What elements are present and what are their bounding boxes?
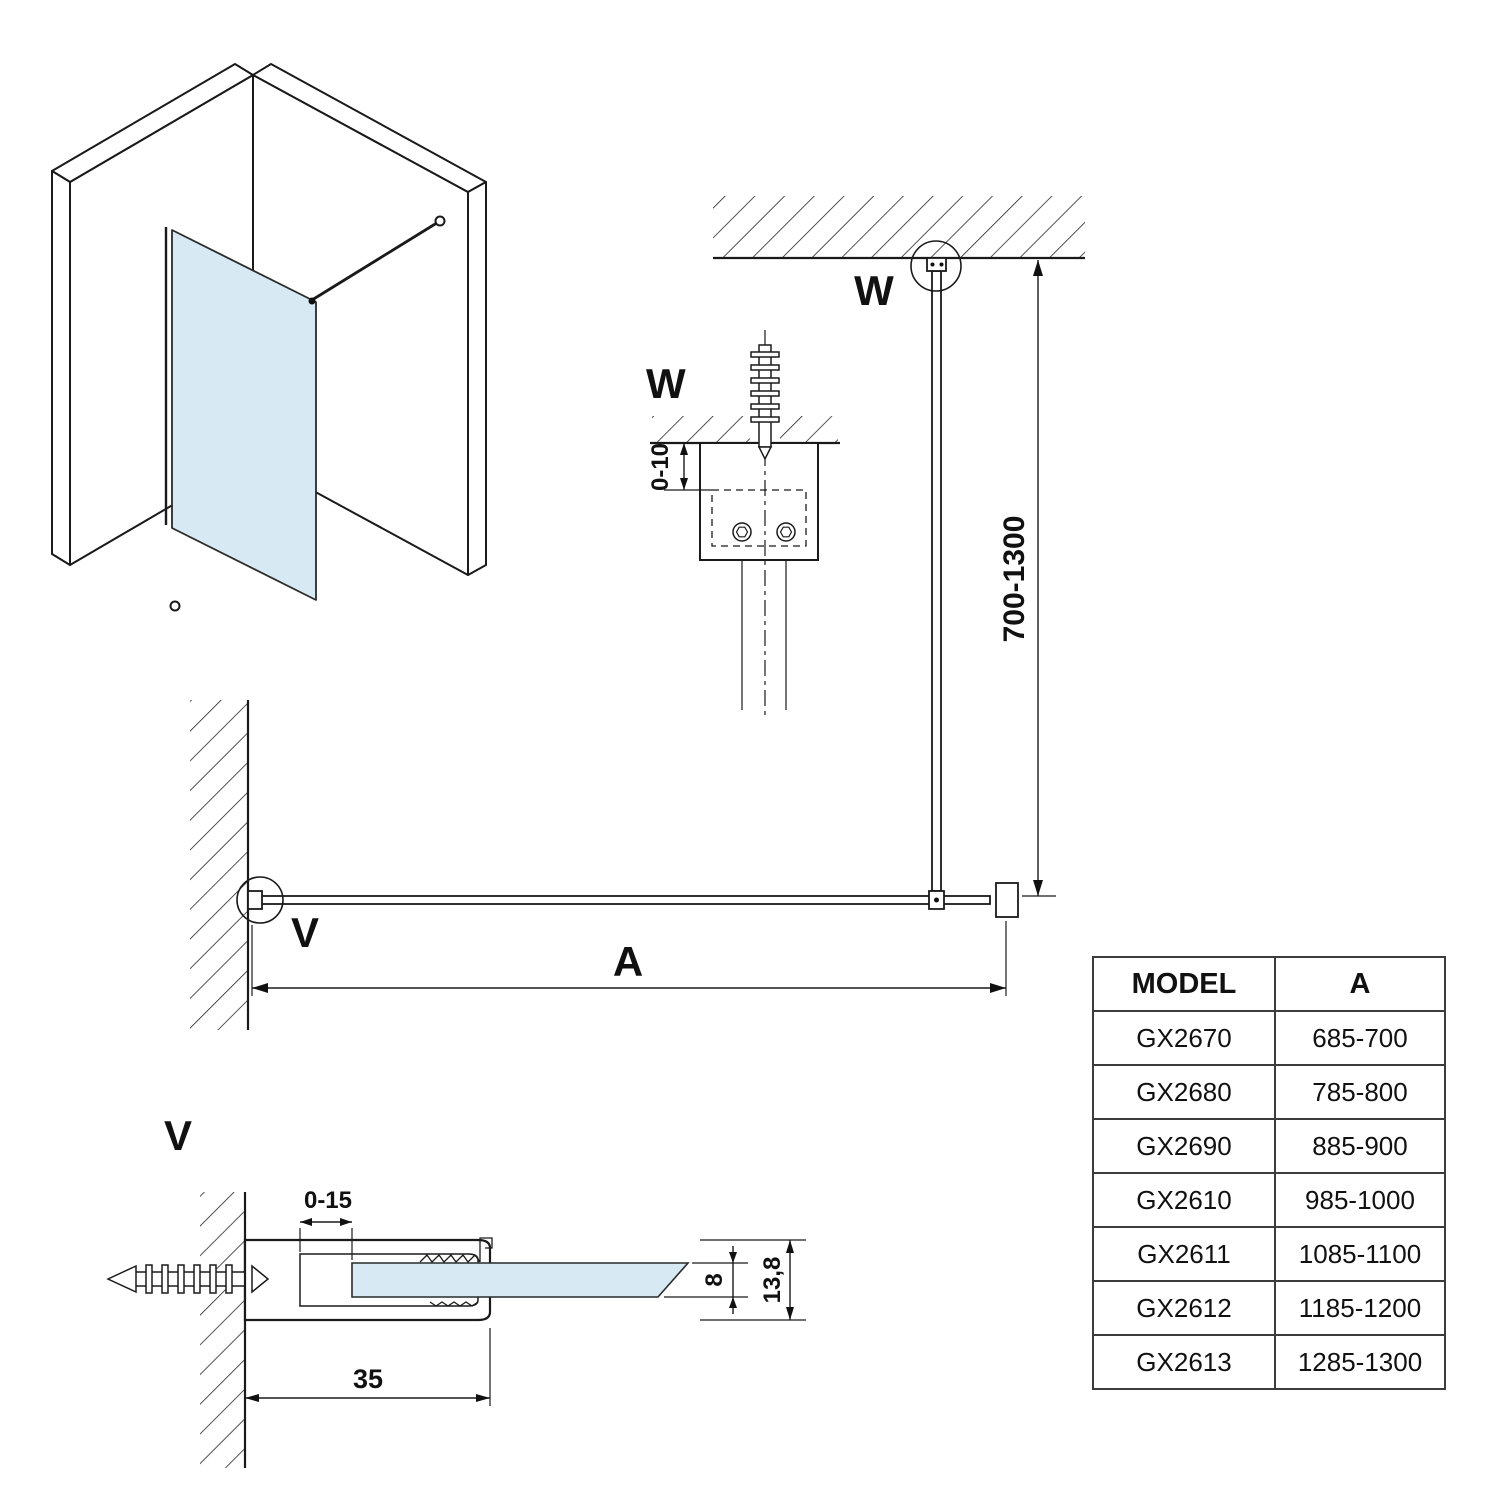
dim-profile-height-label: 13,8	[759, 1257, 786, 1304]
wall-hatch-left	[652, 416, 750, 443]
side-wall-hatch	[190, 700, 248, 1030]
dim-glass-inset: 0-15	[299, 1187, 353, 1260]
model-cell: GX2670	[1092, 1010, 1276, 1066]
floor-anchor-dot	[169, 600, 181, 612]
table-row: GX2610 985-1000	[1092, 1172, 1446, 1228]
detail-w-label: W	[646, 360, 686, 407]
dim-bar-length-label: 700-1300	[998, 516, 1031, 643]
glass-end-profile	[995, 882, 1019, 918]
detail-v-marker-circle	[236, 876, 284, 924]
screw-head	[251, 1264, 270, 1294]
isometric-view	[51, 63, 487, 612]
dim-glass-thickness-label: 8	[701, 1273, 728, 1286]
model-cell: GX2611	[1092, 1226, 1276, 1282]
a-cell: 1185-1200	[1274, 1280, 1446, 1336]
dim-profile-depth: 35	[245, 1328, 491, 1406]
detail-w-view: W 0-10	[646, 330, 840, 716]
glass-section	[351, 1262, 690, 1298]
table-row: GX2690 885-900	[1092, 1118, 1446, 1174]
glass-edge	[247, 895, 991, 905]
a-cell: 785-800	[1274, 1064, 1446, 1120]
bracket-screw-right	[776, 522, 796, 542]
table-row: GX2611 1085-1100	[1092, 1226, 1446, 1282]
bracket-screw-left	[732, 522, 752, 542]
bar-glass-clamp	[308, 297, 316, 305]
detail-w-marker-circle	[910, 240, 962, 292]
dim-glass-thickness: 8	[664, 1246, 748, 1314]
ceiling-bracket	[926, 257, 947, 272]
model-cell: GX2610	[1092, 1172, 1276, 1228]
fixing-clip-bottom	[429, 1301, 479, 1307]
dim-profile-depth-label: 35	[353, 1364, 383, 1394]
dim-width-a: A	[251, 921, 1007, 996]
dim-bracket-adjust: 0-10	[647, 443, 712, 491]
plan-v-label: V	[291, 909, 319, 956]
support-bar-plan	[931, 270, 942, 892]
a-cell: 885-900	[1274, 1118, 1446, 1174]
table-header-row: MODEL A	[1092, 956, 1446, 1012]
detail-v-label: V	[164, 1112, 192, 1159]
support-bar	[311, 219, 441, 302]
clamp-dot	[934, 897, 939, 903]
dim-bar-length: 700-1300	[998, 260, 1056, 897]
wall-plug	[106, 1264, 246, 1294]
table-row: GX2612 1185-1200	[1092, 1280, 1446, 1336]
ceiling-hatch	[713, 196, 1085, 258]
dim-glass-inset-label: 0-15	[304, 1187, 352, 1214]
bracket-screw-right-hex	[779, 526, 793, 538]
bracket-body	[699, 442, 819, 561]
dim-profile-height: 13,8	[700, 1239, 806, 1321]
wall-profile-plan	[247, 890, 263, 910]
left-wall-end-edge	[51, 170, 71, 566]
right-wall-end-edge	[467, 181, 487, 576]
model-table: MODEL A GX2670 685-700 GX2680 785-800 GX…	[1092, 956, 1446, 1390]
model-cell: GX2690	[1092, 1118, 1276, 1174]
dim-width-a-label: A	[613, 938, 643, 985]
bracket-screw-left-hex	[735, 526, 749, 538]
table-row: GX2670 685-700	[1092, 1010, 1446, 1066]
model-cell: GX2613	[1092, 1334, 1276, 1390]
dim-bracket-adjust-label: 0-10	[647, 443, 674, 491]
table-row: GX2613 1285-1300	[1092, 1334, 1446, 1390]
a-cell: 985-1000	[1274, 1172, 1446, 1228]
wall-profile-channel	[299, 1253, 479, 1307]
a-column-header: A	[1274, 956, 1446, 1012]
a-cell: 1285-1300	[1274, 1334, 1446, 1390]
fixing-clip-hook	[479, 1237, 493, 1262]
bar-wall-mount	[434, 215, 446, 227]
table-row: GX2680 785-800	[1092, 1064, 1446, 1120]
bracket-slot-dashed	[711, 489, 807, 547]
model-cell: GX2612	[1092, 1280, 1276, 1336]
bracket-dot-left	[930, 262, 935, 267]
bracket-dot-right	[939, 262, 944, 267]
detail-v-view: V 0-15	[106, 1112, 806, 1468]
wall-hatch-right	[780, 416, 838, 443]
plan-w-label: W	[854, 267, 894, 314]
model-column-header: MODEL	[1092, 956, 1276, 1012]
a-cell: 1085-1100	[1274, 1226, 1446, 1282]
fixing-clip-top	[419, 1253, 481, 1264]
anchor-screw	[750, 344, 780, 461]
a-cell: 685-700	[1274, 1010, 1446, 1066]
detail-wall-hatch	[200, 1192, 245, 1468]
glass-panel	[171, 229, 317, 601]
model-cell: GX2680	[1092, 1064, 1276, 1120]
plan-view: W V 700-1300 A	[190, 196, 1085, 1030]
